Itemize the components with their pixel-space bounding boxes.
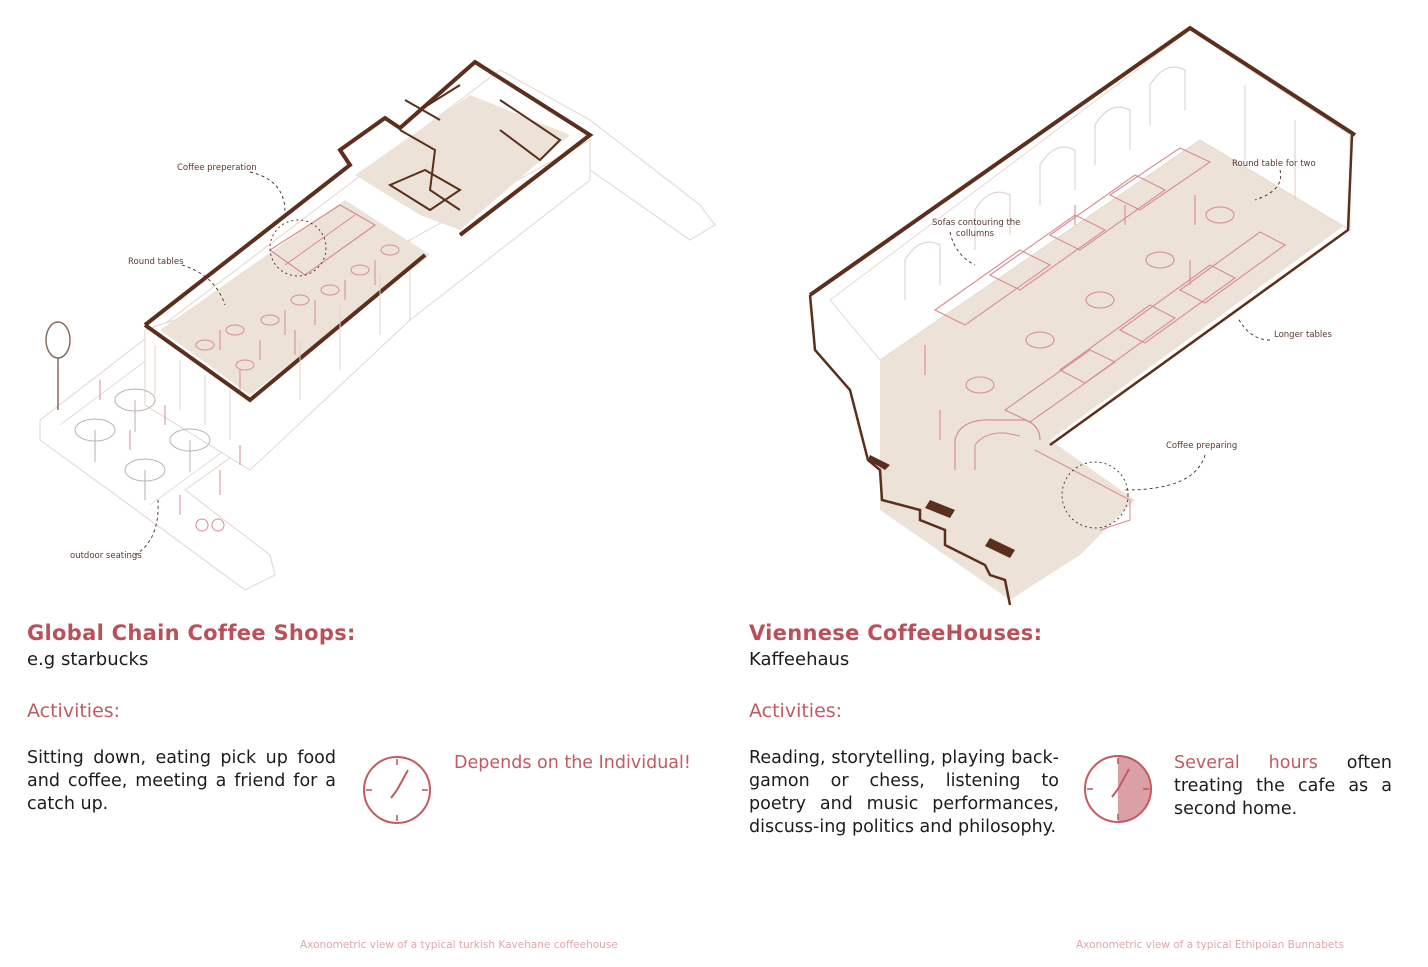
chain-shop-drawing: Coffee preperation Round tables outdoor … bbox=[39, 59, 716, 591]
label-round-table-for-two: Round table for two bbox=[1232, 159, 1316, 169]
right-subtitle: Kaffeehaus bbox=[749, 649, 850, 670]
right-activities-text: Reading, storytelling, playing back-gamo… bbox=[749, 748, 1059, 837]
right-title: Viennese CoffeeHouses: bbox=[749, 621, 1043, 645]
clock-half-icon bbox=[1084, 755, 1152, 823]
left-activities-text: Sitting down, eating pick up food and co… bbox=[27, 748, 336, 814]
viennese-house-drawing: Round table for two Sofas contouring the… bbox=[808, 25, 1357, 606]
label-coffee-preperation: Coffee preperation bbox=[177, 163, 257, 173]
label-round-tables: Round tables bbox=[128, 257, 184, 267]
label-longer-tables: Longer tables bbox=[1274, 330, 1333, 340]
label-sofas-line-2: collumns bbox=[956, 229, 995, 239]
clock-icon bbox=[363, 756, 431, 824]
axonometric-drawings: Coffee preperation Round tables outdoor … bbox=[39, 25, 1357, 606]
left-subtitle: e.g starbucks bbox=[27, 649, 149, 670]
left-title: Global Chain Coffee Shops: bbox=[27, 621, 356, 645]
label-sofas-line-1: Sofas contouring the bbox=[932, 218, 1020, 228]
right-time-highlight: Several hours bbox=[1174, 753, 1318, 773]
right-caption: Axonometric view of a typical Ethipoian … bbox=[1076, 939, 1344, 951]
right-time-rest: often treating the cafe as a second home… bbox=[1174, 753, 1393, 819]
label-outdoor-seatings: outdoor seatings bbox=[70, 551, 142, 561]
left-activities-label: Activities: bbox=[27, 700, 121, 722]
label-coffee-preparing: Coffee preparing bbox=[1166, 441, 1237, 451]
right-time-text: Several hours often treating the cafe as… bbox=[1174, 752, 1392, 821]
right-activities-label: Activities: bbox=[749, 700, 843, 722]
left-caption: Axonometric view of a typical turkish Ka… bbox=[300, 939, 618, 951]
left-time-text: Depends on the Individual! bbox=[454, 753, 691, 773]
